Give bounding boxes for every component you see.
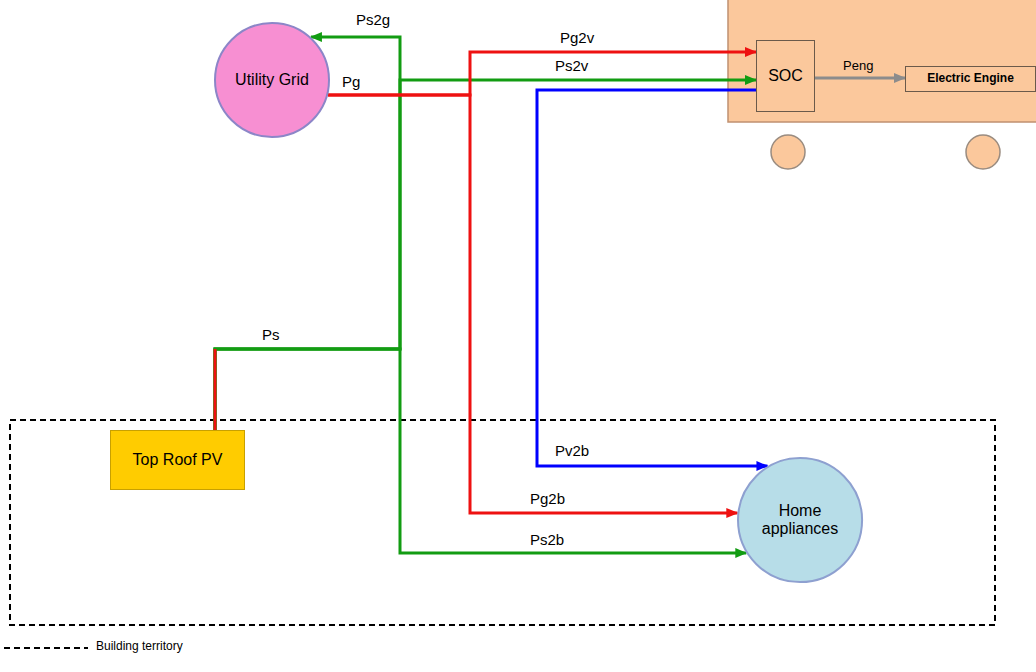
pv-box: Top Roof PV (110, 430, 245, 490)
vehicle-body (728, 0, 1036, 122)
node-label: SOC (768, 67, 803, 85)
legend-sample (2, 639, 90, 655)
flow-label: Ps (262, 327, 280, 344)
text-holder: Top Roof PV (133, 451, 223, 469)
legend-dash-line (4, 647, 88, 649)
vehicle-wheel (966, 135, 1000, 169)
text-holder: SOC (768, 67, 803, 85)
flow-label: Ps2g (356, 12, 390, 29)
node-label: Electric Engine (927, 72, 1014, 86)
flow-label: Ps2b (530, 532, 564, 549)
node-label: Utility Grid (235, 71, 309, 89)
flow-label: Pg2v (560, 30, 594, 47)
text-holder: Utility Grid (235, 71, 309, 89)
pv-stub-line (214, 349, 217, 430)
text-holder: Home appliances (746, 502, 854, 539)
flow-label: Pg (342, 74, 360, 91)
home-circle: Home appliances (737, 457, 863, 583)
flow-arrow (328, 95, 737, 513)
node-label: Home appliances (746, 502, 854, 539)
engine-box: Electric Engine (905, 66, 1036, 92)
node-ellipse (215, 23, 329, 137)
grid-circle: Utility Grid (214, 22, 330, 138)
flow-label: Pv2b (555, 443, 589, 460)
flow-label: Ps2v (555, 58, 588, 75)
flow-arrow (815, 77, 905, 80)
flow-arrow (537, 90, 767, 466)
node-label: Top Roof PV (133, 451, 223, 469)
vehicle-wheel (771, 135, 805, 169)
node-ellipse (738, 458, 862, 582)
legend-text: Building territory (96, 640, 183, 654)
flow-label: Peng (843, 59, 873, 73)
legend-entry: Building territory (2, 639, 183, 655)
text-holder: Electric Engine (927, 72, 1014, 86)
flow-label: Pg2b (530, 491, 565, 508)
building-territory (10, 420, 995, 625)
soc-box: SOC (756, 40, 815, 112)
flow-arrow (215, 349, 746, 553)
